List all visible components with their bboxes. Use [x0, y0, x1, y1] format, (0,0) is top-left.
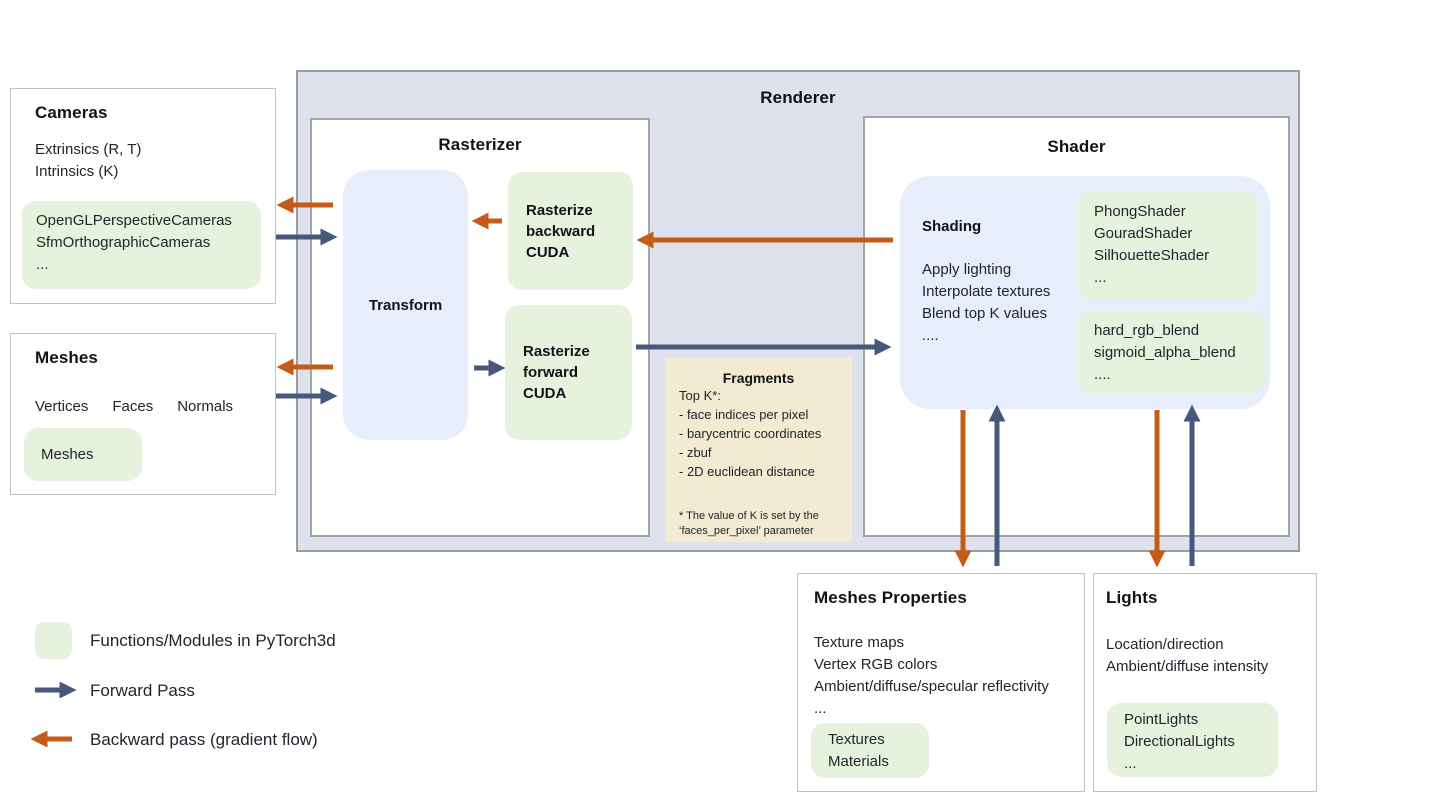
fragments-footnote: * The value of K is set by the	[679, 510, 819, 522]
fragments-line: - zbuf	[679, 445, 712, 460]
fragments-footnote: ‘faces_per_pixel’ parameter	[679, 525, 814, 537]
meshes-field: Vertices	[35, 398, 89, 415]
lights-title: Lights	[1106, 588, 1158, 607]
meshes-properties-module: Textures Materials	[811, 723, 929, 778]
fragments-title: Fragments	[722, 370, 795, 386]
cameras-module-line: SfmOrthographicCameras	[36, 234, 211, 251]
legend-backward-label: Backward pass (gradient flow)	[90, 730, 318, 749]
meshes-properties-line: Ambient/diffuse/specular reflectivity	[814, 678, 1049, 695]
fragments-line: - barycentric coordinates	[679, 426, 822, 441]
meshes-properties-line: ...	[814, 700, 827, 717]
transform-label: Transform	[368, 296, 443, 314]
meshes-field: Normals	[177, 398, 234, 415]
meshes-panel: Meshes Vertices Faces Normals Meshes	[10, 333, 276, 495]
meshes-title: Meshes	[35, 348, 98, 367]
meshes-properties-module-line: Materials	[828, 753, 889, 770]
meshes-field: Faces	[112, 398, 154, 415]
blend-module-line: sigmoid_alpha_blend	[1094, 344, 1236, 361]
cameras-line: Extrinsics (R, T)	[35, 141, 142, 158]
shaders-module: PhongShader GouradShader SilhouetteShade…	[1078, 192, 1258, 300]
rasterize-forward-line: Rasterize	[523, 343, 590, 360]
legend-module-swatch	[35, 622, 72, 659]
lights-module-line: DirectionalLights	[1124, 733, 1235, 750]
legend-module-label: Functions/Modules in PyTorch3d	[90, 631, 336, 650]
rasterizer-title: Rasterizer	[438, 135, 522, 154]
shading-line: ....	[922, 327, 939, 344]
shaders-module-line: ...	[1094, 269, 1107, 286]
forward-arrow-icon	[35, 682, 77, 698]
meshes-properties-module-line: Textures	[828, 731, 885, 748]
blend-module: hard_rgb_blend sigmoid_alpha_blend ....	[1078, 312, 1266, 393]
cameras-title: Cameras	[35, 103, 108, 122]
rasterize-backward-line: CUDA	[526, 243, 570, 261]
shading-line: Interpolate textures	[922, 283, 1051, 300]
blend-module-line: ....	[1094, 366, 1111, 383]
shaders-module-line: SilhouetteShader	[1094, 247, 1210, 264]
rasterize-forward-line: forward	[523, 364, 579, 381]
shaders-module-line: GouradShader	[1094, 225, 1193, 242]
shading-line: Apply lighting	[922, 261, 1012, 278]
shaders-module-line: PhongShader	[1094, 203, 1186, 220]
rasterize-forward-line: CUDA	[523, 385, 567, 402]
meshes-module-line: Meshes	[41, 445, 94, 463]
legend-forward-label: Forward Pass	[90, 681, 195, 700]
backward-arrow-icon	[30, 731, 72, 747]
fragments-line: Top K*:	[679, 388, 721, 403]
cameras-module-line: ...	[36, 256, 49, 273]
shading-line: Blend top K values	[922, 305, 1048, 322]
meshes-module: Meshes	[24, 428, 142, 481]
transform-box: Transform	[343, 170, 468, 440]
fragments-line: - face indices per pixel	[679, 407, 809, 422]
lights-module-line: ...	[1124, 755, 1137, 772]
meshes-properties-line: Vertex RGB colors	[814, 656, 938, 673]
shader-title: Shader	[1047, 137, 1106, 156]
rasterize-backward-line: backward	[526, 222, 596, 240]
lights-module: PointLights DirectionalLights ...	[1107, 703, 1278, 777]
cameras-module-line: OpenGLPerspectiveCameras	[36, 212, 232, 229]
blend-module-line: hard_rgb_blend	[1094, 322, 1200, 339]
lights-module-line: PointLights	[1124, 711, 1199, 728]
lights-line: Location/direction	[1106, 636, 1224, 653]
fragments-line: - 2D euclidean distance	[679, 464, 815, 479]
meshes-properties-title: Meshes Properties	[814, 588, 967, 607]
rasterize-backward-module: Rasterize backward CUDA	[508, 172, 633, 290]
meshes-properties-line: Texture maps	[814, 634, 905, 651]
lights-line: Ambient/diffuse intensity	[1106, 658, 1269, 675]
rasterize-backward-line: Rasterize	[526, 201, 593, 219]
lights-panel: Lights Location/direction Ambient/diffus…	[1093, 573, 1317, 792]
cameras-panel: Cameras Extrinsics (R, T) Intrinsics (K)…	[10, 88, 276, 304]
renderer-title: Renderer	[760, 88, 836, 107]
shading-title: Shading	[922, 218, 982, 235]
meshes-properties-panel: Meshes Properties Texture maps Vertex RG…	[797, 573, 1085, 792]
rasterize-forward-module: Rasterize forward CUDA	[505, 305, 632, 440]
cameras-module: OpenGLPerspectiveCameras SfmOrthographic…	[22, 201, 261, 289]
fragments-box: Fragments Top K*: - face indices per pix…	[665, 358, 852, 542]
cameras-line: Intrinsics (K)	[35, 163, 119, 180]
